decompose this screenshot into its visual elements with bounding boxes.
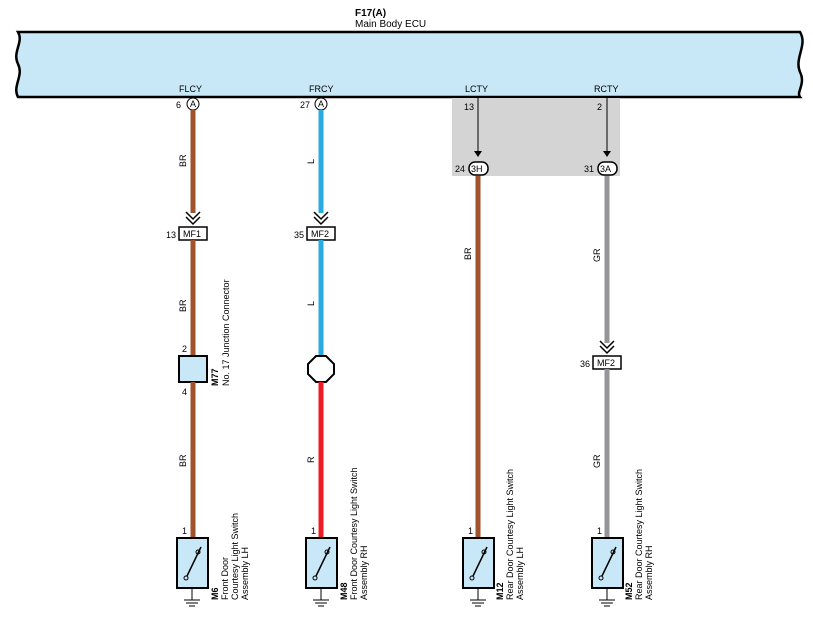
- ground-icon: [184, 599, 200, 607]
- wire-color-label: BR: [463, 247, 473, 260]
- junction-label: MF2: [311, 229, 329, 239]
- ground-icon: [470, 599, 486, 607]
- mid-connector-label: 3H: [471, 164, 483, 174]
- switch-name: Assembly LH: [240, 547, 250, 600]
- wire-color-label: GR: [592, 248, 602, 262]
- switch-code: M6: [210, 587, 220, 600]
- circuit-frcy: FRCY 27 A L 35 MF2 L R 1 M48 Front Door …: [294, 84, 369, 607]
- ground-icon: [599, 599, 615, 607]
- junction-pin: 13: [166, 230, 176, 240]
- switch-name: Front Door: [220, 557, 230, 600]
- switch-pin: 1: [182, 526, 187, 536]
- double-chevron-icon: [185, 211, 201, 226]
- wire-color-label: L: [306, 159, 316, 164]
- pin-number: 27: [300, 100, 310, 110]
- junction-connector-box: [178, 355, 208, 383]
- switch-name: Assembly LH: [515, 547, 525, 600]
- junction-connector-pin-in: 2: [182, 344, 187, 354]
- wire-color-label: L: [306, 301, 316, 306]
- pin-number: 6: [176, 100, 181, 110]
- terminal-label: FRCY: [309, 84, 334, 94]
- pin-number: 13: [464, 102, 474, 112]
- junction-connector-pin-out: 4: [182, 387, 187, 397]
- wire-color-label: BR: [178, 299, 188, 312]
- terminal-label: RCTY: [594, 84, 619, 94]
- circuit-flcy: FLCY 6 A BR 13 MF1 BR 2 4 M77 No. 17 Jun…: [166, 84, 250, 607]
- pin-number: 2: [597, 102, 602, 112]
- switch-name: Rear Door Courtesy Light Switch: [505, 469, 515, 600]
- switch-pin: 1: [311, 526, 316, 536]
- junction-connector-name: No. 17 Junction Connector: [221, 279, 231, 386]
- switch-code: M12: [495, 582, 505, 600]
- mid-connector-box: [597, 161, 618, 176]
- connector-letter: A: [318, 99, 324, 109]
- switch-name: Assembly RH: [644, 545, 654, 600]
- mid-connector-box: [468, 161, 489, 176]
- junction-pin: 35: [294, 230, 304, 240]
- switch-code: M48: [339, 582, 349, 600]
- wire-color-label: R: [306, 456, 316, 463]
- connector-letter: A: [190, 99, 196, 109]
- junction-label: MF1: [183, 229, 201, 239]
- double-chevron-icon: [599, 340, 615, 355]
- junction-connector-code: M77: [210, 368, 220, 386]
- circuit-lcty: LCTY 13 24 3H BR 1 M12 Rear Door Courtes…: [455, 84, 525, 607]
- arrow-icon: [603, 151, 611, 157]
- mid-connector-label: 3A: [600, 164, 611, 174]
- mid-connector-pin: 31: [584, 164, 594, 174]
- ecu-name: Main Body ECU: [355, 19, 426, 30]
- wire-color-label: BR: [178, 154, 188, 167]
- junction-label: MF2: [597, 358, 615, 368]
- mid-connector-pin: 24: [455, 164, 465, 174]
- switch-name: Front Door Courtesy Light Switch: [349, 467, 359, 600]
- wire-color-label: BR: [178, 454, 188, 467]
- switch-name: Rear Door Courtesy Light Switch: [634, 469, 644, 600]
- double-chevron-icon: [313, 211, 329, 226]
- switch-name: Assembly RH: [359, 545, 369, 600]
- switch-pin: 1: [597, 526, 602, 536]
- arrow-icon: [474, 151, 482, 157]
- ground-icon: [313, 599, 329, 607]
- terminal-label: LCTY: [465, 84, 488, 94]
- wire-color-label: GR: [592, 454, 602, 468]
- switch-code: M52: [624, 582, 634, 600]
- splice-point-icon: [307, 355, 335, 383]
- terminal-label: FLCY: [179, 84, 202, 94]
- ecu-connector-code: F17(A): [355, 8, 386, 19]
- switch-name: Courtesy Light Switch: [230, 513, 240, 600]
- circuit-rcty: RCTY 2 31 3A GR 36 MF2 GR 1 M52 Rear Doo…: [580, 84, 654, 607]
- junction-pin: 36: [580, 359, 590, 369]
- switch-pin: 1: [468, 526, 473, 536]
- ecu-body: [15, 30, 804, 99]
